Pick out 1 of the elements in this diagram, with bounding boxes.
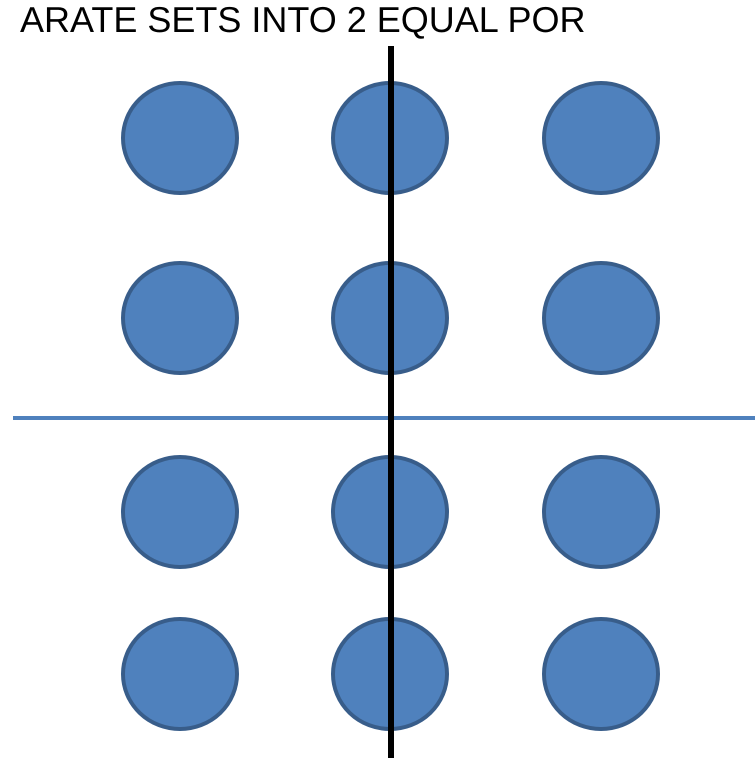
title: ARATE SETS INTO 2 EQUAL POR	[20, 0, 586, 40]
